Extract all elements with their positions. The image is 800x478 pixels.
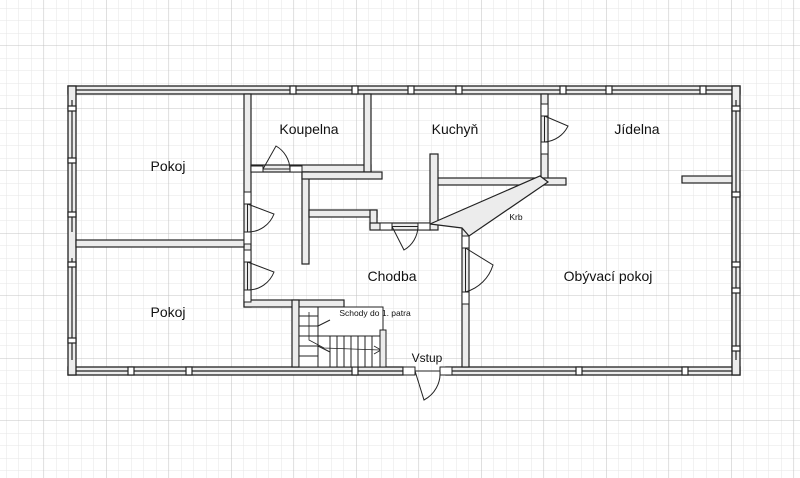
label-chodba: Chodba: [367, 268, 416, 284]
wall-hall-mid: [308, 209, 378, 218]
label-jidelna: Jídelna: [614, 121, 659, 137]
wall-hall-upper: [301, 171, 383, 180]
wall-koupelna-right: [363, 93, 372, 173]
label-pokoj-bottom: Pokoj: [150, 304, 185, 320]
label-krb: Krb: [509, 212, 523, 222]
label-pokoj-top: Pokoj: [150, 158, 185, 174]
label-kuchyn: Kuchyň: [432, 121, 479, 137]
wall-jidelna-stub: [681, 175, 733, 184]
wall-kuchyn-lower: [429, 153, 439, 231]
wall-pokoj-pokoj: [75, 239, 245, 248]
room-labels: Pokoj Pokoj Koupelna Kuchyň Jídelna Chod…: [150, 121, 659, 365]
doors: [243, 103, 569, 401]
label-koupelna: Koupelna: [279, 121, 338, 137]
windows: [67, 85, 741, 376]
label-vstup: Vstup: [412, 351, 443, 365]
label-obyvaci-pokoj: Obývací pokoj: [564, 268, 653, 284]
stair-landing: [379, 329, 387, 368]
fireplace: [427, 175, 550, 237]
wall-hall-left-stub: [301, 171, 310, 265]
wall-stair-left: [291, 299, 300, 368]
label-schody: Schody do 1. patra: [339, 308, 411, 318]
staircase: [298, 306, 384, 368]
